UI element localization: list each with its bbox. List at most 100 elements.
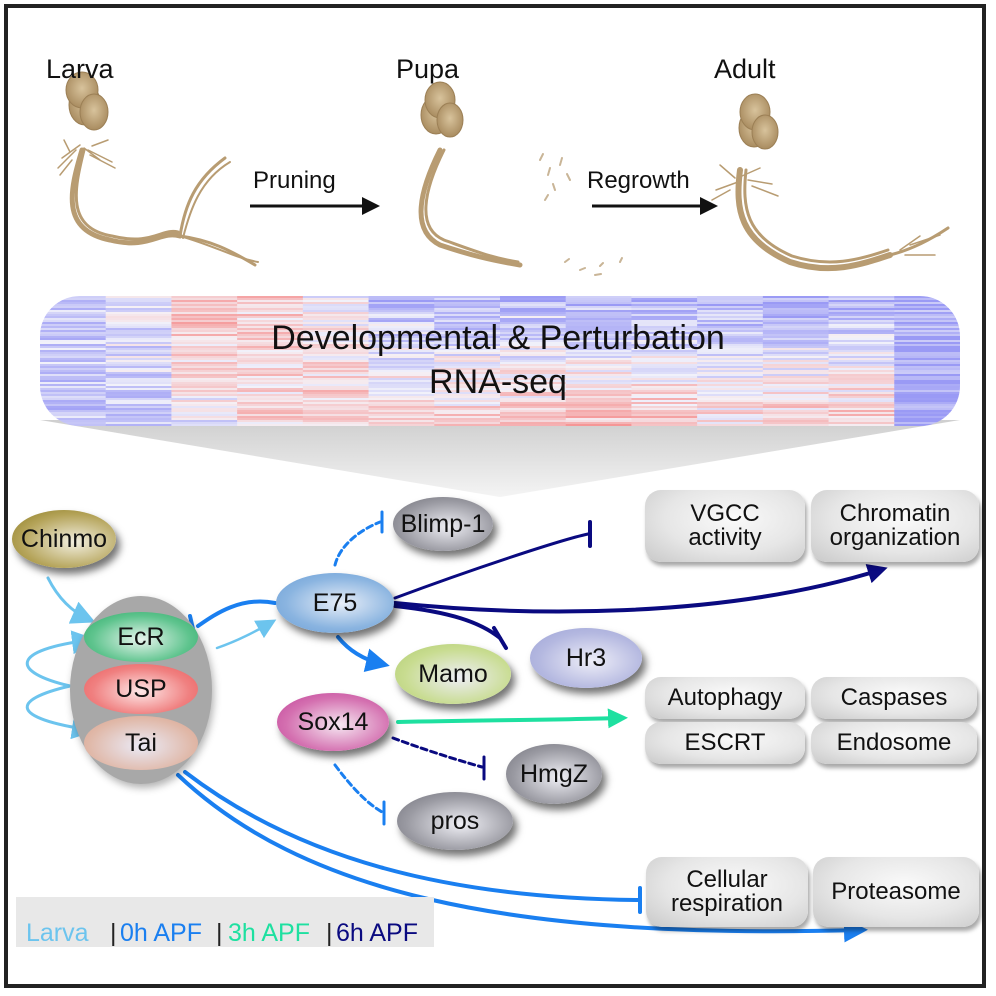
heatmap-cell: [565, 324, 632, 327]
heatmap-cell: [697, 354, 764, 357]
heatmap-cell: [302, 364, 370, 367]
heatmap-cell: [894, 380, 960, 383]
heatmap-cell: [828, 416, 895, 419]
heatmap-cell: [828, 388, 895, 391]
heatmap-cell: [631, 316, 698, 319]
heatmap-cell: [500, 304, 567, 307]
heatmap-cell: [828, 404, 895, 407]
heatmap-cell: [171, 400, 238, 403]
heatmap-cell: [894, 400, 960, 403]
heatmap-cell: [762, 362, 830, 365]
heatmap-cell: [237, 314, 304, 317]
heatmap-cell: [500, 328, 567, 331]
heatmap-cell: [828, 412, 895, 415]
heatmap-cell: [762, 306, 830, 309]
heatmap-cell: [631, 406, 698, 409]
heatmap-cell: [237, 390, 304, 393]
heatmap-cell: [894, 298, 960, 301]
heatmap-cell: [368, 328, 435, 331]
heatmap-cell: [565, 338, 632, 341]
heatmap-cell: [171, 384, 238, 387]
heatmap-cell: [237, 378, 304, 381]
heatmap-cell: [697, 314, 764, 317]
heatmap-cell: [434, 406, 501, 409]
heatmap-cell: [894, 326, 960, 329]
heatmap-cell: [302, 336, 370, 339]
heatmap-cell: [500, 322, 567, 325]
heatmap-cell: [105, 414, 172, 417]
heatmap-cell: [697, 416, 764, 419]
heatmap-cell: [368, 390, 435, 393]
heatmap-cell: [697, 310, 764, 313]
heatmap-cell: [434, 308, 501, 311]
heatmap-cell: [237, 332, 304, 335]
heatmap-cell: [762, 296, 830, 299]
heatmap-cell: [631, 334, 698, 337]
heatmap-cell: [434, 320, 501, 323]
heatmap-cell: [368, 418, 435, 421]
heatmap-cell: [434, 336, 501, 339]
heatmap-cell: [434, 366, 501, 369]
heatmap-cell: [105, 304, 172, 307]
heatmap-cell: [40, 380, 107, 383]
heatmap-cell: [302, 316, 370, 319]
heatmap-cell: [631, 376, 698, 379]
heatmap-cell: [368, 308, 435, 311]
heatmap-cell: [105, 418, 172, 421]
heatmap-cell: [171, 422, 238, 425]
heatmap-cell: [302, 326, 370, 329]
legend-divider: |: [216, 919, 223, 947]
heatmap-cell: [237, 316, 304, 319]
legend-divider: |: [110, 919, 117, 947]
heatmap-cell: [302, 374, 370, 377]
heatmap-cell: [565, 322, 632, 325]
heatmap-cell: [762, 394, 830, 397]
process-escrt: ESCRT: [645, 722, 805, 764]
heatmap-cell: [894, 358, 960, 361]
heatmap-cell: [565, 424, 632, 426]
heatmap-cell: [631, 392, 698, 395]
heatmap-cell: [565, 310, 632, 313]
heatmap-cell: [40, 416, 107, 419]
heatmap-cell: [894, 394, 960, 397]
heatmap-cell: [894, 318, 960, 321]
heatmap-cell: [697, 312, 764, 315]
heatmap-cell: [368, 406, 435, 409]
heatmap-cell: [762, 324, 830, 327]
heatmap-cell: [434, 380, 501, 383]
heatmap-cell: [697, 378, 764, 381]
heatmap-funnel: [40, 420, 960, 497]
heatmap-cell: [40, 322, 107, 325]
heatmap-cell: [500, 338, 567, 341]
heatmap-cell: [171, 418, 238, 421]
heatmap-cell: [105, 378, 172, 381]
heatmap-cell: [894, 350, 960, 353]
heatmap-cell: [631, 386, 698, 389]
heatmap-cell: [237, 386, 304, 389]
pupa-neuron-illustration: [418, 147, 523, 268]
heatmap-cell: [631, 356, 698, 359]
heatmap-cell: [171, 330, 238, 333]
heatmap-cell: [631, 298, 698, 301]
heatmap-cell: [302, 420, 370, 423]
heatmap-cell: [434, 410, 501, 413]
heatmap-cell: [894, 330, 960, 333]
heatmap-cell: [894, 338, 960, 341]
heatmap-cell: [565, 374, 632, 377]
heatmap-cell: [368, 404, 435, 407]
heatmap-cell: [828, 368, 895, 371]
heatmap-cell: [105, 318, 172, 321]
heatmap-cell: [500, 314, 567, 317]
heatmap-cell: [631, 380, 698, 383]
heatmap-cell: [434, 360, 501, 363]
heatmap-cell: [762, 374, 830, 377]
heatmap-cell: [565, 306, 632, 309]
heatmap-cell: [368, 398, 435, 401]
heatmap-cell: [631, 296, 698, 299]
heatmap-cell: [500, 368, 567, 371]
heatmap-cell: [237, 382, 304, 385]
heatmap-cell: [368, 358, 435, 361]
heatmap-cell: [237, 380, 304, 383]
heatmap-cell: [697, 332, 764, 335]
heatmap-cell: [171, 342, 238, 345]
